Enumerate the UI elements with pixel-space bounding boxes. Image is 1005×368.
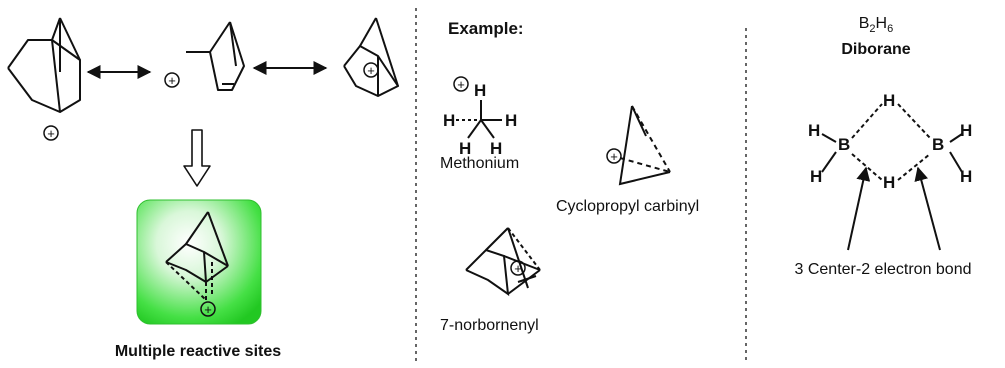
svg-text:B: B	[932, 135, 944, 154]
svg-text:H: H	[883, 91, 895, 110]
example-heading: Example:	[448, 19, 524, 38]
plus-charge-3: +	[363, 62, 379, 78]
highlight-green-box	[136, 199, 262, 325]
svg-text:+: +	[367, 63, 375, 78]
norbornenyl-caption: 7-norbornenyl	[440, 317, 539, 334]
plus-charge-cyclopropyl: +	[606, 148, 622, 164]
cyclopropyl-carbinyl-structure	[618, 105, 671, 186]
svg-text:H: H	[459, 139, 471, 158]
svg-text:H: H	[808, 121, 820, 140]
svg-text:H: H	[505, 111, 517, 130]
cyclopentenyl-methyl-structure	[186, 21, 245, 91]
bond-caption: 3 Center-2 electron bond	[795, 261, 972, 278]
methonium-structure: + H H H H H	[443, 76, 517, 158]
svg-text:+: +	[457, 77, 465, 92]
nortricyclyl-structure	[343, 17, 399, 97]
left-panel: + + +	[7, 17, 399, 325]
plus-charge-methonium: +	[453, 76, 469, 92]
cyclopropyl-caption: Cyclopropyl carbinyl	[556, 198, 699, 215]
pointer-arrow-left	[847, 166, 871, 251]
plus-charge-norbornenyl: +	[510, 260, 526, 276]
plus-charge-1: +	[43, 125, 59, 141]
svg-text:+: +	[168, 73, 176, 88]
plus-charge-box: +	[200, 301, 216, 317]
diborane-name: Diborane	[841, 41, 910, 58]
svg-text:H: H	[474, 81, 486, 100]
svg-text:H: H	[960, 167, 972, 186]
diborane-structure: B H H B H H H H	[808, 91, 972, 192]
norbornenyl-structure	[465, 227, 541, 297]
svg-text:+: +	[47, 126, 55, 141]
svg-text:+: +	[204, 302, 212, 317]
pointer-arrow-right	[914, 166, 941, 251]
svg-text:H: H	[883, 173, 895, 192]
svg-text:H: H	[810, 167, 822, 186]
svg-text:+: +	[514, 261, 522, 276]
norbornyl-cation-structure	[7, 17, 81, 113]
methonium-caption: Methonium	[440, 155, 519, 172]
svg-text:H: H	[490, 139, 502, 158]
hollow-down-arrow	[183, 129, 211, 187]
multiple-reactive-sites-caption: Multiple reactive sites	[115, 343, 281, 360]
svg-text:H: H	[443, 111, 455, 130]
svg-text:H: H	[960, 121, 972, 140]
diborane-formula: B2H6	[859, 15, 893, 35]
svg-text:+: +	[610, 149, 618, 164]
non-classical-ion-structure	[165, 211, 229, 301]
plus-charge-2: +	[164, 72, 180, 88]
svg-text:B: B	[838, 135, 850, 154]
